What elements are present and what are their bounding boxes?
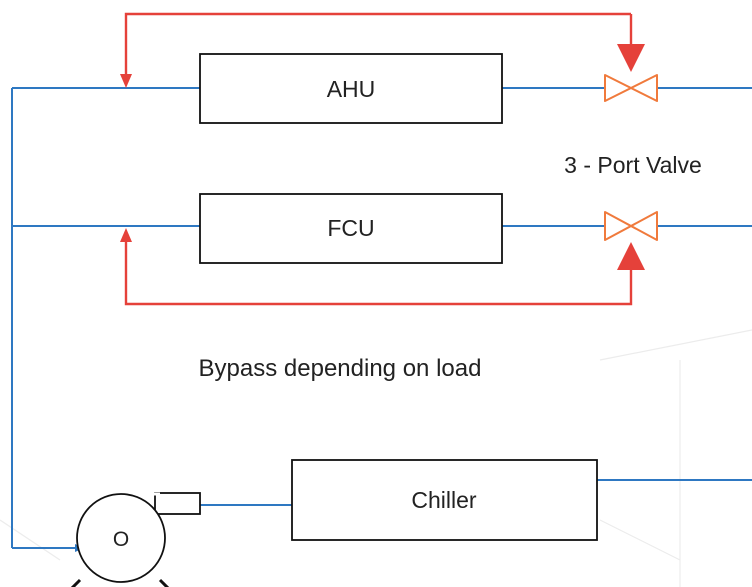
ahu-valve-arrow-icon — [617, 44, 645, 72]
bypass-note: Bypass depending on load — [199, 355, 482, 382]
fcu-label: FCU — [327, 215, 374, 241]
fcu-valve-arrow-icon — [617, 242, 645, 270]
chiller-label: Chiller — [411, 487, 477, 513]
fcu-bypass-line — [120, 228, 645, 306]
ahu-bypass-line — [120, 12, 645, 88]
valve-label: 3 - Port Valve — [564, 152, 702, 178]
fcu-bypass-arrow-icon — [120, 228, 132, 242]
background-decoration — [0, 329, 752, 587]
fcu-unit: FCU — [199, 193, 503, 264]
pump-label: O — [113, 528, 129, 551]
ahu-unit: AHU — [199, 53, 503, 124]
ahu-bypass-arrow-icon — [120, 74, 132, 88]
pump-icon: O — [70, 492, 201, 587]
ahu-label: AHU — [327, 76, 376, 102]
chilled-water-pipes — [11, 87, 752, 552]
three-port-valve-icon — [604, 74, 658, 102]
three-port-valve-icon — [604, 211, 658, 241]
chiller-unit: Chiller — [291, 459, 598, 541]
